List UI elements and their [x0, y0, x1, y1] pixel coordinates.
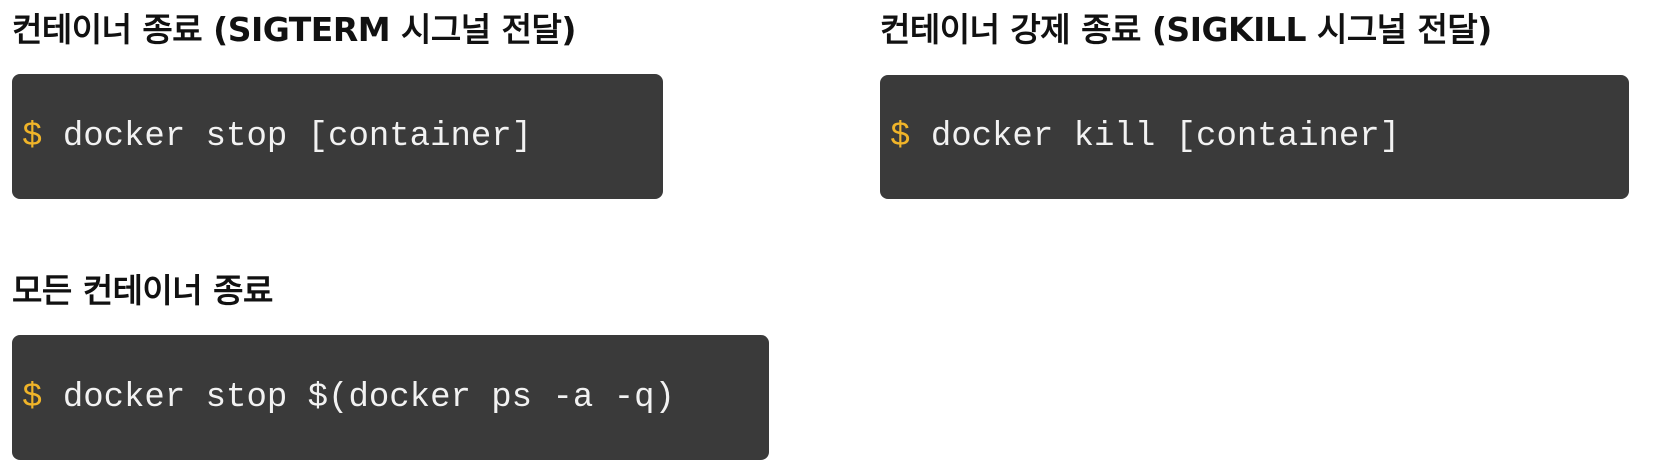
heading-stop-all-containers: 모든 컨테이너 종료 [12, 271, 273, 310]
command-text: docker stop $(docker ps -a -q) [62, 378, 675, 417]
prompt-symbol: $ [22, 378, 43, 417]
code-line: $ docker kill [container] [890, 118, 1400, 156]
prompt-symbol: $ [22, 117, 43, 156]
prompt-symbol: $ [890, 118, 911, 156]
heading-kill-container: 컨테이너 강제 종료 (SIGKILL 시그널 전달) [880, 10, 1492, 49]
section-stop-container: 컨테이너 종료 (SIGTERM 시그널 전달) $ docker stop [… [12, 10, 663, 199]
heading-stop-container: 컨테이너 종료 (SIGTERM 시그널 전달) [12, 10, 576, 49]
section-stop-all-containers: 모든 컨테이너 종료 $ docker stop $(docker ps -a … [12, 271, 769, 460]
section-kill-container: 컨테이너 강제 종료 (SIGKILL 시그널 전달) $ docker kil… [880, 10, 1629, 199]
code-block-stop-all[interactable]: $ docker stop $(docker ps -a -q) [12, 335, 769, 460]
command-text: docker kill [container] [930, 118, 1401, 156]
code-block-kill[interactable]: $ docker kill [container] [880, 75, 1629, 199]
code-line: $ docker stop [container] [22, 118, 532, 156]
code-block-stop[interactable]: $ docker stop [container] [12, 74, 663, 199]
command-text: docker stop [container] [62, 117, 533, 156]
code-line: $ docker stop $(docker ps -a -q) [22, 379, 675, 417]
